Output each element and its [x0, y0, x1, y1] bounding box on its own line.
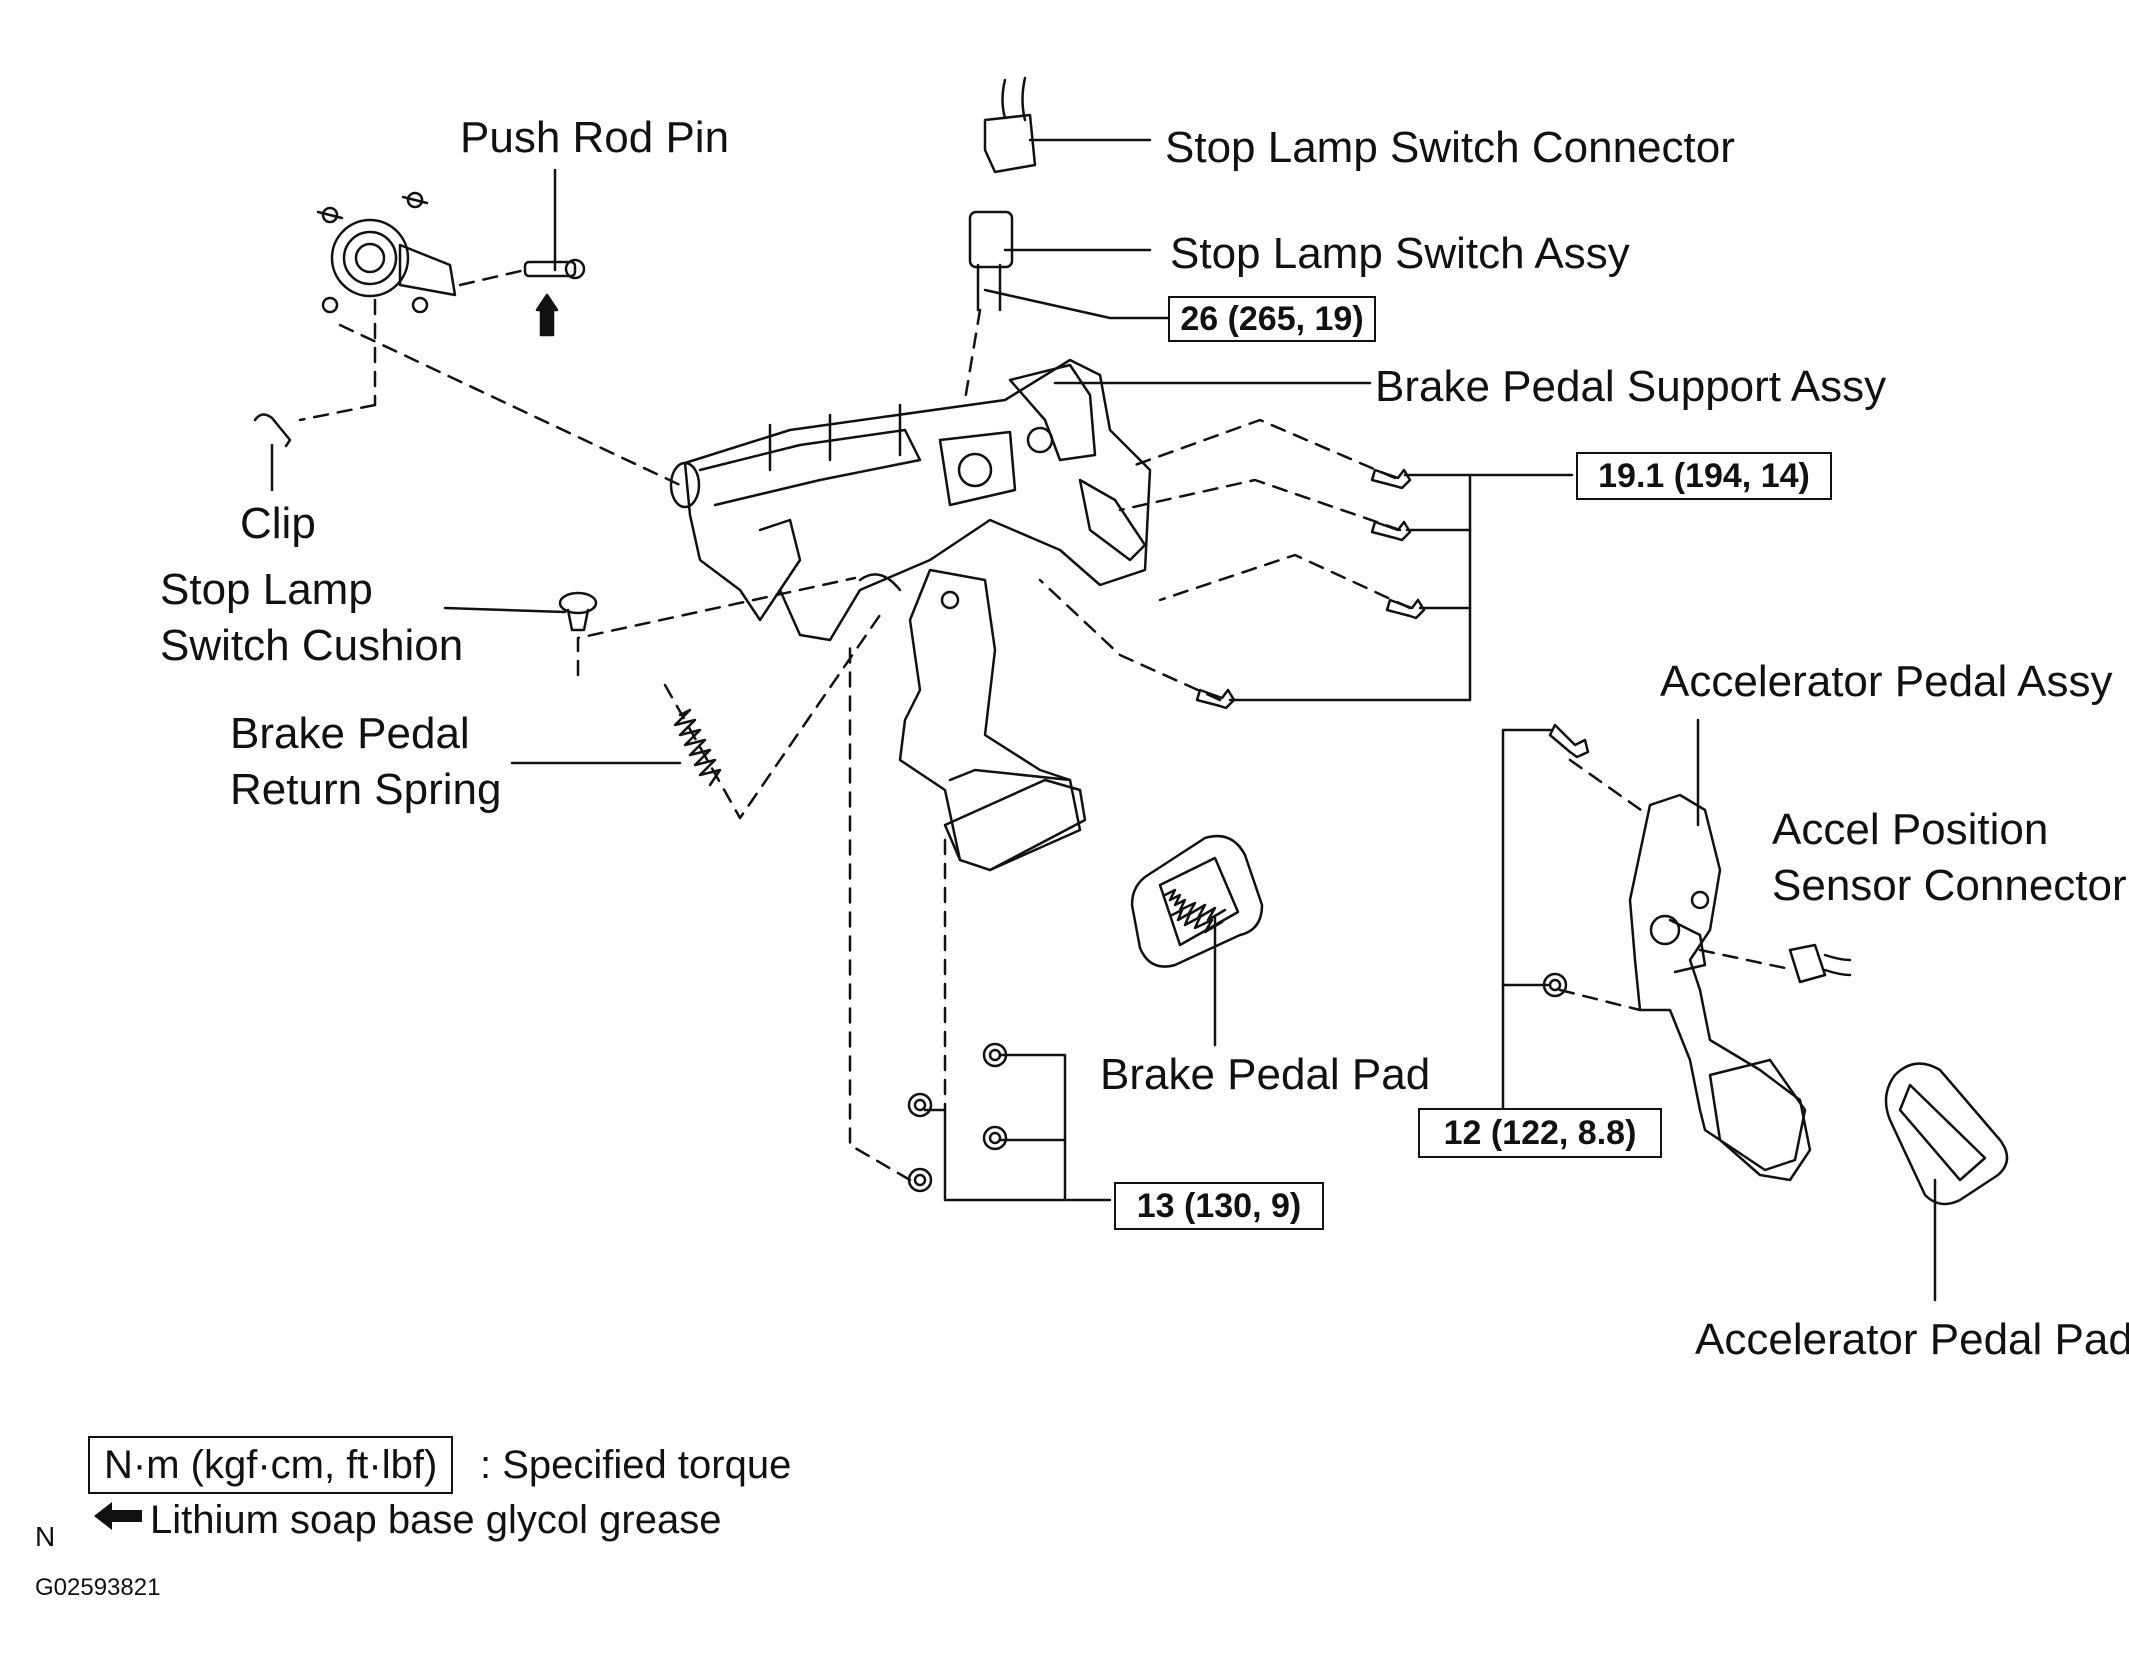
torque-box-stop-lamp-switch: 26 (265, 19): [1168, 296, 1376, 342]
push-rod-pin-part: [523, 258, 586, 280]
label-push-rod-pin: Push Rod Pin: [460, 113, 730, 162]
brake-pedal-support-part: [669, 358, 1152, 642]
torque-box-pedal-nuts: 13 (130, 9): [1114, 1182, 1324, 1230]
stop-lamp-switch-part: [968, 210, 1014, 312]
legend-torque-box: N·m (kgf·cm, ft·lbf): [88, 1436, 454, 1494]
booster-assembly: [316, 191, 457, 314]
label-accelerator-pedal-pad: Accelerator Pedal Pad: [1695, 1315, 2129, 1364]
torque-box-accelerator-bolts: 12 (122, 8.8): [1418, 1108, 1662, 1158]
accelerator-pedal-part: [1628, 793, 1812, 1182]
label-brake-pedal-pad: Brake Pedal Pad: [1100, 1050, 1431, 1099]
label-clip: Clip: [240, 499, 316, 548]
leader-lines: [270, 138, 1937, 1302]
assembly-dashed-lines: [298, 268, 1787, 1182]
switch-cushion-part: [558, 591, 598, 632]
torque-box-support-bolts: 19.1 (194, 14): [1576, 452, 1832, 500]
grease-arrow-icon: [535, 293, 559, 337]
label-stop-lamp-switch-assy: Stop Lamp Switch Assy: [1170, 229, 1630, 278]
return-spring-part: [673, 708, 722, 787]
figure-id: G02593821: [35, 1574, 161, 1601]
pedal-nuts: [907, 1042, 1008, 1193]
accel-sensor-connector-part: [1788, 943, 1852, 984]
clip-part: [253, 413, 292, 448]
accelerator-pedal-pad-part: [1884, 1062, 2009, 1206]
legend-torque-desc: : Specified torque: [480, 1443, 792, 1487]
legend-grease-arrow-icon: [94, 1502, 142, 1530]
label-accel-position-sensor-connector: Accel Position Sensor Connector: [1772, 805, 2127, 910]
accelerator-fasteners: [1542, 723, 1590, 998]
brake-pedal-pad-part: [1130, 834, 1264, 968]
brake-pedal-arm-part: [898, 568, 1087, 872]
label-brake-pedal-return-spring: Brake Pedal Return Spring: [230, 709, 502, 814]
label-brake-pedal-support-assy: Brake Pedal Support Assy: [1375, 362, 1887, 411]
support-bolts: [1195, 468, 1426, 710]
label-stop-lamp-switch-connector: Stop Lamp Switch Connector: [1165, 123, 1735, 172]
label-accelerator-pedal-assy: Accelerator Pedal Assy: [1660, 657, 2113, 706]
legend-grease-desc: Lithium soap base glycol grease: [150, 1498, 722, 1542]
label-stop-lamp-switch-cushion: Stop Lamp Switch Cushion: [160, 565, 464, 670]
orientation-mark: N: [35, 1521, 56, 1552]
stop-lamp-connector-part: [983, 76, 1037, 174]
